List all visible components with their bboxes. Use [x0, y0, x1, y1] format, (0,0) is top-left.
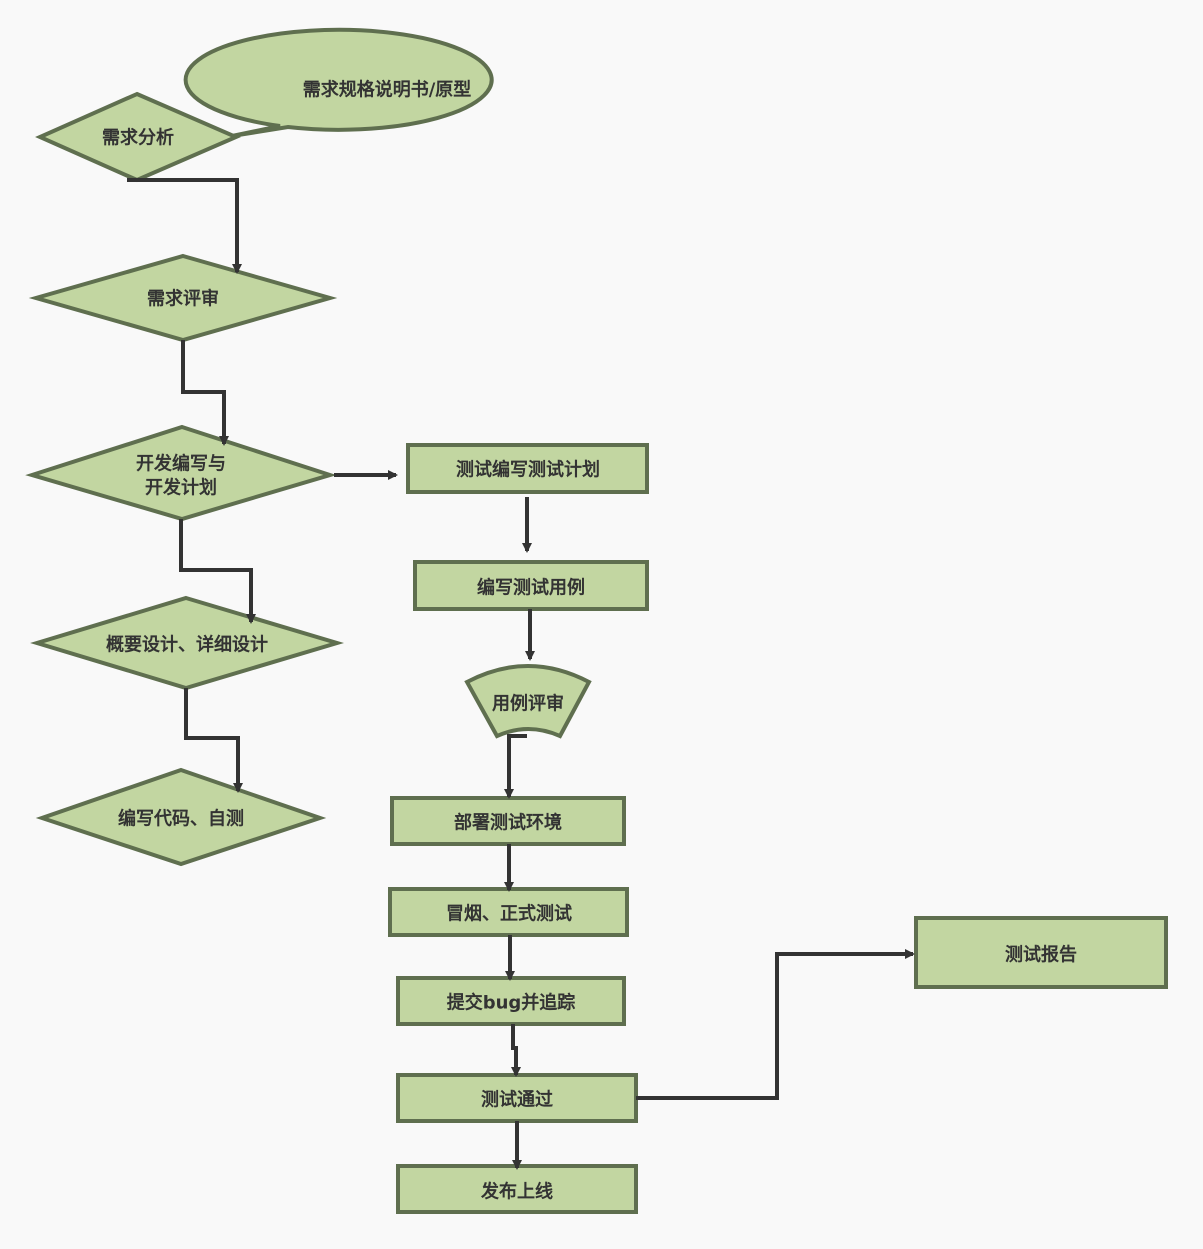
req-analysis-label: 需求分析: [102, 127, 174, 149]
smoke-test-label: 冒烟、正式测试: [446, 903, 572, 925]
submit-bug-label: 提交bug并追踪: [447, 992, 576, 1014]
design-label: 概要设计、详细设计: [106, 634, 268, 656]
dev-plan-label-line1: 开发编写与: [136, 453, 226, 475]
spec-doc-label: 需求规格说明书/原型: [303, 79, 472, 101]
dev-plan-node[interactable]: 开发编写与 开发计划: [25, 424, 337, 522]
edge-pass-to-report: [636, 949, 915, 1100]
edge-design-to-coding: [184, 688, 243, 793]
deploy-env-node[interactable]: 部署测试环境: [390, 796, 626, 846]
connectors: [127, 178, 915, 1170]
req-review-label: 需求评审: [147, 288, 219, 310]
release-node[interactable]: 发布上线: [396, 1164, 638, 1214]
case-review-label: 用例评审: [492, 693, 564, 715]
edge-review-to-deploy: [504, 734, 527, 799]
case-review-node[interactable]: 用例评审: [464, 664, 592, 739]
test-cases-box: [413, 560, 649, 611]
test-plan-node[interactable]: 测试编写测试计划: [406, 443, 649, 494]
test-plan-box: [406, 443, 649, 494]
test-pass-node[interactable]: 测试通过: [396, 1073, 638, 1123]
test-report-label: 测试报告: [1005, 944, 1077, 966]
edge-bug-to-pass: [511, 1024, 521, 1077]
edge-analysis-to-review: [127, 178, 242, 274]
release-label: 发布上线: [480, 1181, 553, 1203]
design-node[interactable]: 概要设计、详细设计: [30, 595, 345, 691]
test-plan-label: 测试编写测试计划: [456, 459, 600, 481]
coding-node[interactable]: 编写代码、自测: [35, 767, 327, 867]
edge-devplan-to-design: [179, 519, 256, 624]
spec-doc-node[interactable]: 需求规格说明书/原型: [183, 27, 494, 138]
req-review-node[interactable]: 需求评审: [28, 253, 338, 343]
coding-diamond: [35, 767, 327, 867]
test-cases-node[interactable]: 编写测试用例: [413, 560, 649, 611]
case-review-card: [464, 664, 592, 739]
test-report-node[interactable]: 测试报告: [914, 916, 1168, 989]
test-pass-label: 测试通过: [481, 1089, 553, 1111]
test-report-box: [914, 916, 1168, 989]
coding-label: 编写代码、自测: [118, 808, 244, 830]
smoke-test-node[interactable]: 冒烟、正式测试: [388, 887, 629, 937]
test-cases-label: 编写测试用例: [477, 577, 585, 599]
deploy-env-label: 部署测试环境: [454, 812, 562, 834]
spec-doc-bubble: [183, 27, 494, 138]
submit-bug-node[interactable]: 提交bug并追踪: [396, 976, 626, 1026]
dev-plan-label-line2: 开发计划: [145, 477, 217, 499]
edge-review-to-devplan: [181, 340, 229, 446]
